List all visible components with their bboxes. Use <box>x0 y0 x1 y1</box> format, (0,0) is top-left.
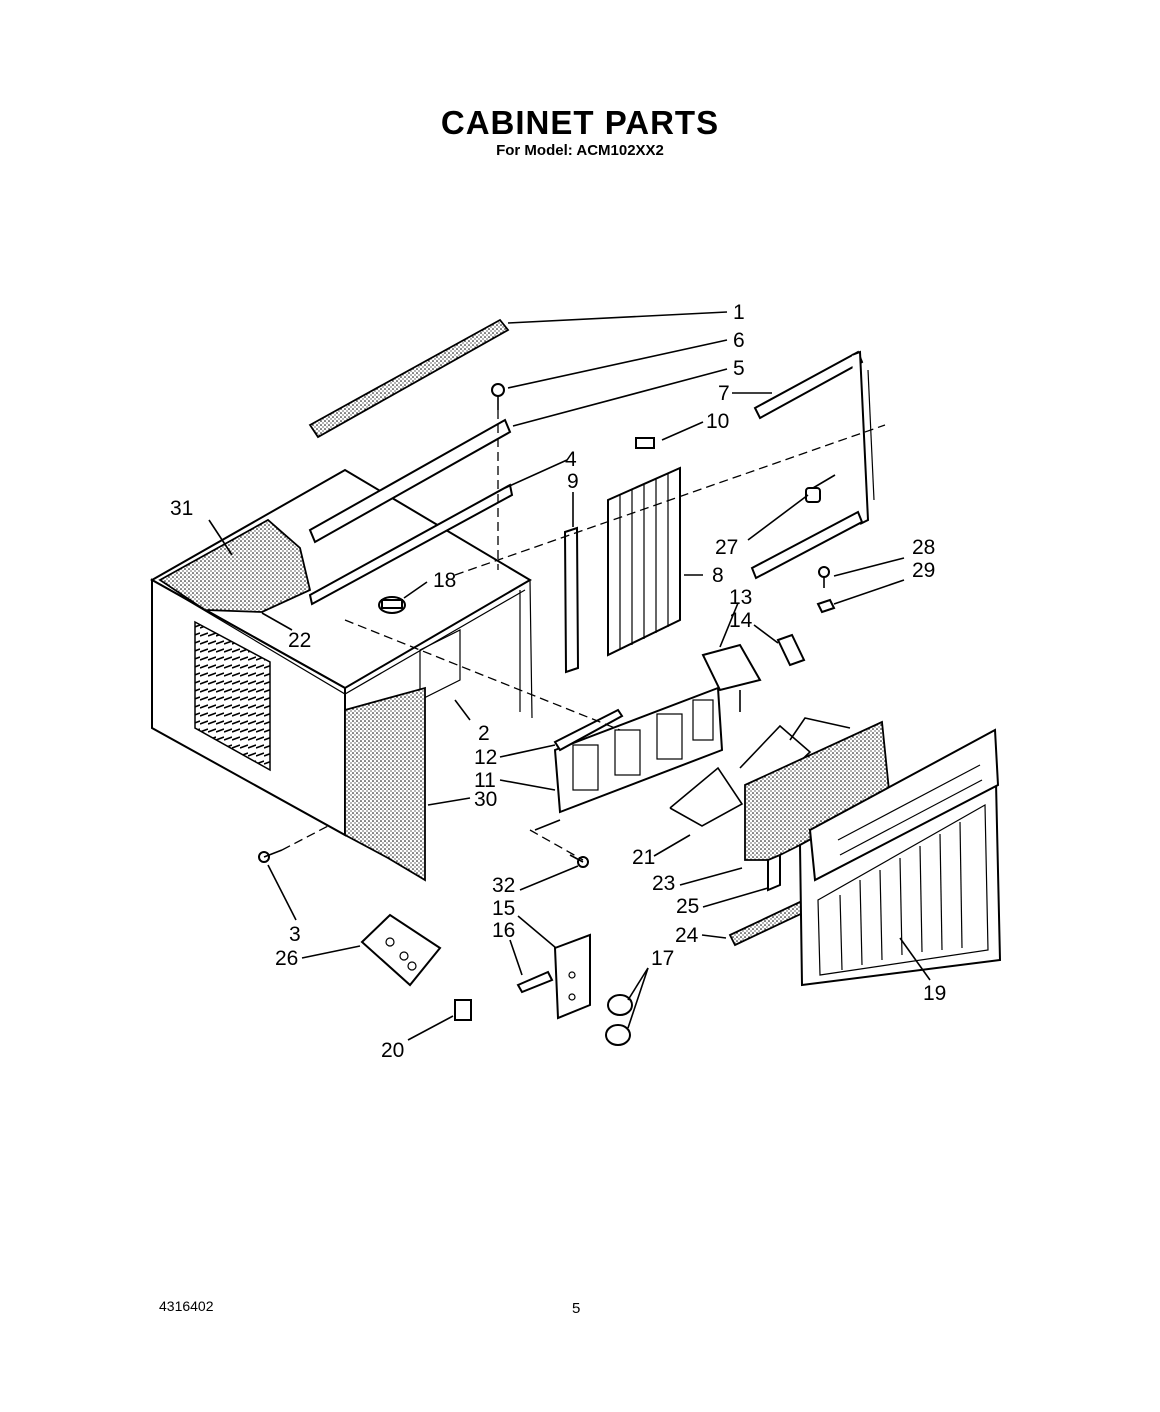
callout-22: 22 <box>288 629 311 652</box>
callout-2: 2 <box>478 722 490 745</box>
control-plate <box>553 933 591 1020</box>
callout-31: 31 <box>170 497 193 520</box>
callout-labels: 1 6 5 7 10 4 9 31 27 28 29 8 18 13 14 22… <box>170 301 946 1062</box>
callout-13: 13 <box>729 586 752 609</box>
callout-17: 17 <box>651 947 674 970</box>
control-knobs <box>605 994 633 1046</box>
callout-23: 23 <box>652 872 675 895</box>
screw-32 <box>569 854 589 868</box>
filter-strip <box>767 853 781 892</box>
callout-6: 6 <box>733 329 745 352</box>
callout-25: 25 <box>676 895 699 918</box>
callout-7: 7 <box>718 382 730 405</box>
callout-5: 5 <box>733 357 745 380</box>
curtain-frame <box>750 350 875 580</box>
screw-3 <box>258 849 283 863</box>
callout-12: 12 <box>474 746 497 769</box>
curtain-clip <box>635 437 655 449</box>
leader-lines <box>208 311 931 1041</box>
bottom-seal-strip <box>728 900 807 947</box>
channel-rail <box>563 526 580 674</box>
retaining-clip <box>454 999 472 1021</box>
screw-clip-pair <box>816 566 836 614</box>
callout-8: 8 <box>712 564 724 587</box>
top-seal-strip <box>308 318 510 439</box>
model-subtitle: For Model: ACM102XX2 <box>496 142 664 159</box>
callout-27: 27 <box>715 536 738 559</box>
top-insulation <box>158 518 312 613</box>
callout-20: 20 <box>381 1039 404 1062</box>
screw-top <box>491 383 505 410</box>
callout-19: 19 <box>923 982 946 1005</box>
callout-24: 24 <box>675 924 699 947</box>
front-grille <box>798 728 1002 987</box>
callout-10: 10 <box>706 410 729 433</box>
mounting-bracket <box>360 913 442 987</box>
callout-21: 21 <box>632 846 655 869</box>
plug <box>378 596 406 614</box>
frame-pivot <box>805 474 836 503</box>
page-title: CABINET PARTS <box>440 104 720 141</box>
louver-assembly <box>534 686 724 831</box>
callout-28: 28 <box>912 536 935 559</box>
callout-30: 30 <box>474 788 497 811</box>
side-panel <box>344 686 426 882</box>
callout-18: 18 <box>433 569 456 592</box>
callout-15: 15 <box>492 897 515 920</box>
document-number: 4316402 <box>159 1298 214 1314</box>
callout-16: 16 <box>492 919 515 942</box>
top-bracket <box>308 418 512 544</box>
callout-4: 4 <box>565 448 577 471</box>
accordion-curtain <box>607 466 681 657</box>
callout-29: 29 <box>912 559 935 582</box>
latch-assembly <box>701 633 806 712</box>
callout-14: 14 <box>729 609 753 632</box>
callout-11: 11 <box>474 769 496 792</box>
callout-32: 32 <box>492 874 515 897</box>
control-shaft <box>516 970 554 994</box>
callout-9: 9 <box>567 470 579 493</box>
seal-strip <box>308 483 514 606</box>
callout-3: 3 <box>289 923 301 946</box>
callout-26: 26 <box>275 947 298 970</box>
callout-1: 1 <box>733 301 745 324</box>
page-number: 5 <box>572 1300 581 1317</box>
